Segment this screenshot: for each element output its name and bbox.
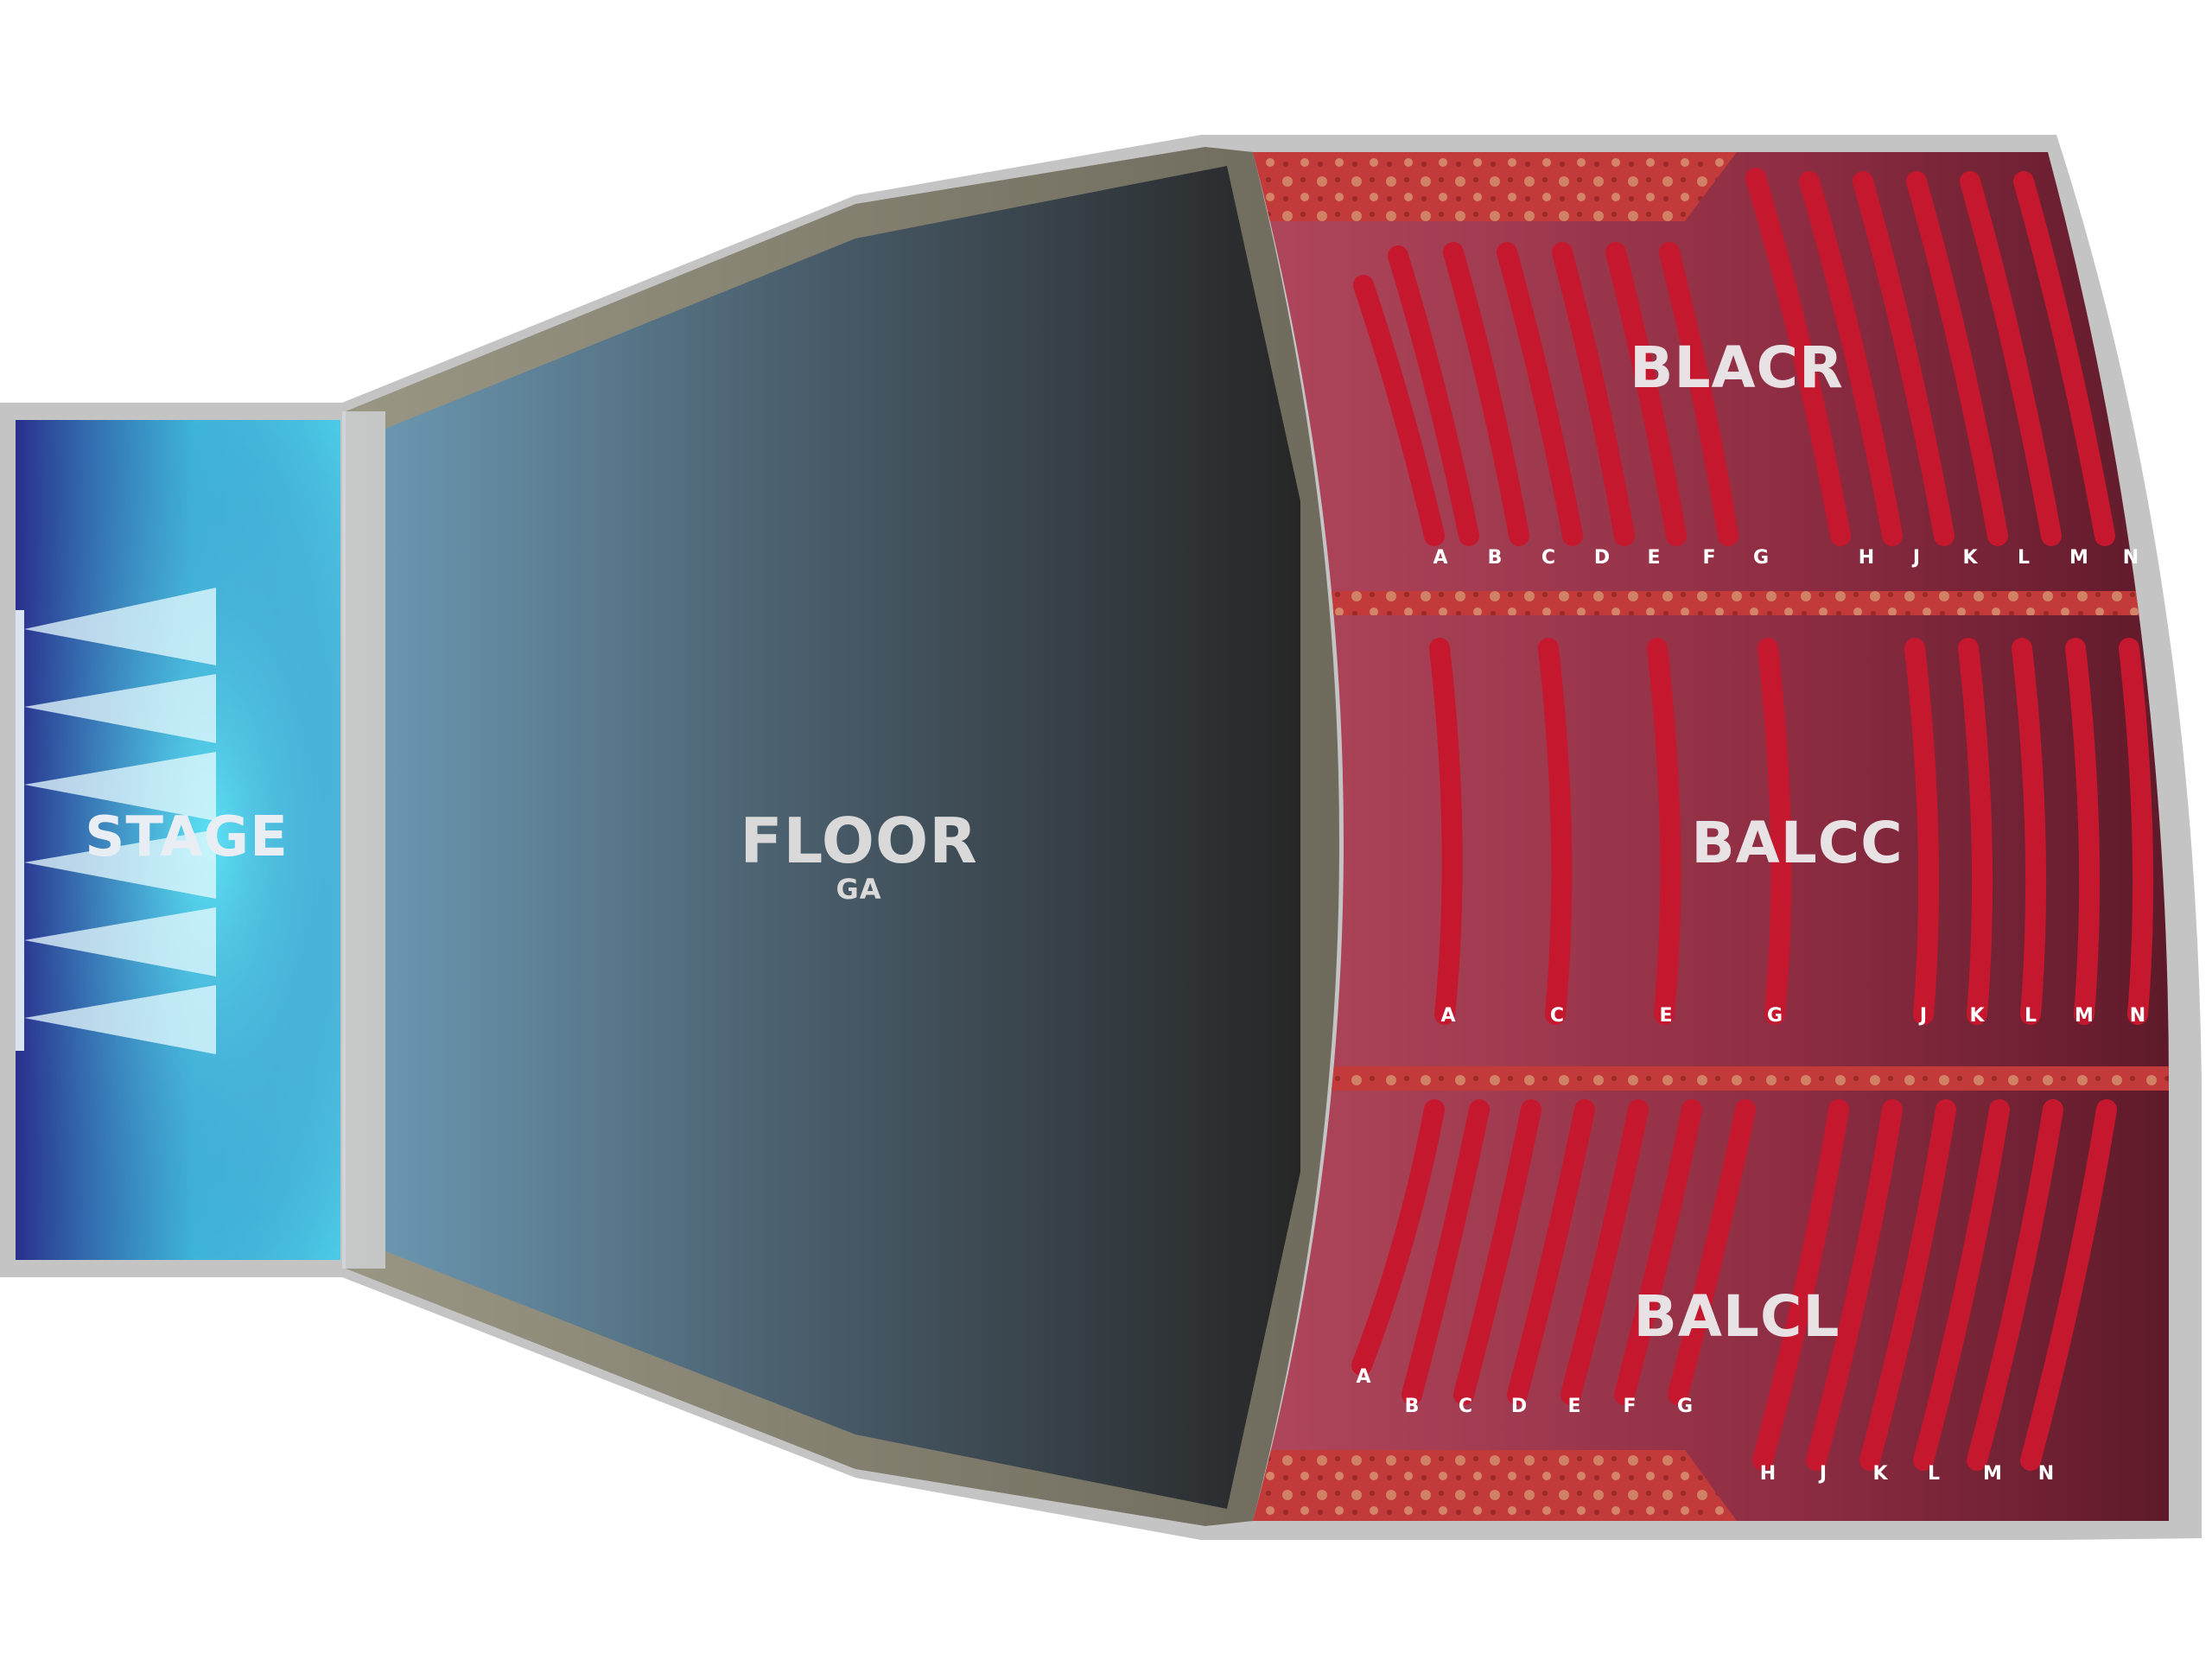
section-stage[interactable]: STAGE <box>16 420 340 1260</box>
balcl-row-m[interactable] <box>1967 1099 2063 1471</box>
blacr-row-label-d: D <box>1594 547 1610 569</box>
blacr-row-label-k: K <box>1962 547 1978 569</box>
balcc-row-label-c: C <box>1550 1005 1564 1027</box>
balcl-row-label-b: B <box>1405 1396 1420 1417</box>
carpet-divider-lower <box>1253 1066 2169 1091</box>
blacr-row-d[interactable] <box>1497 242 1583 546</box>
blacr-row-h[interactable] <box>1745 168 1851 546</box>
balcc-row-label-a: A <box>1440 1005 1455 1027</box>
blacr-row-f[interactable] <box>1605 242 1687 546</box>
stage-label: STAGE <box>85 805 289 869</box>
blacr-row-label-a: A <box>1433 547 1447 569</box>
balcl-row-label-n: N <box>2038 1463 2054 1485</box>
balcl-row-h[interactable] <box>1752 1099 1849 1471</box>
blacr-row-label-m: M <box>2069 547 2088 569</box>
balcl-row-label-m: M <box>1983 1463 2002 1485</box>
balcl-row-k[interactable] <box>1859 1099 1956 1471</box>
blacr-row-g[interactable] <box>1659 242 1738 546</box>
carpet-top <box>1253 152 1737 221</box>
balcc-row-label-g: G <box>1767 1005 1783 1027</box>
floor-label: FLOOR <box>740 805 977 877</box>
balcl-row-f[interactable] <box>1614 1099 1702 1405</box>
balcc-row-label-k: K <box>1969 1005 1985 1027</box>
blacr-row-label-j: J <box>1911 547 1920 569</box>
balcl-row-label-g: G <box>1677 1396 1693 1417</box>
blacr-row-label-b: B <box>1488 547 1503 569</box>
blacr-row-label-l: L <box>2018 547 2030 569</box>
stage-light-bar <box>16 610 24 1051</box>
floor-stage-edge <box>342 411 385 1269</box>
balcc-row-l[interactable] <box>2012 638 2047 1025</box>
balcc-row-label-e: E <box>1659 1005 1672 1027</box>
blacr-row-label-c: C <box>1541 547 1555 569</box>
balcl-row-e[interactable] <box>1560 1099 1649 1405</box>
balcl-label: BALCL <box>1634 1283 1840 1350</box>
balcl-row-j[interactable] <box>1806 1099 1903 1471</box>
balcl-row-label-c: C <box>1459 1396 1472 1417</box>
balcl-row-label-a: A <box>1356 1366 1370 1388</box>
blacr-row-label-e: E <box>1647 547 1660 569</box>
balcc-label: BALCC <box>1691 810 1903 876</box>
balcl-row-label-d: D <box>1511 1396 1527 1417</box>
blacr-row-a[interactable] <box>1353 275 1445 546</box>
stage-lights <box>24 588 216 1054</box>
blacr-row-b[interactable] <box>1388 245 1479 546</box>
balcc-row-n[interactable] <box>2119 638 2154 1025</box>
blacr-row-l[interactable] <box>1906 171 2008 546</box>
blacr-row-k[interactable] <box>1853 171 1955 546</box>
section-blacr[interactable]: A B C D E F G H J K L M N BLACR <box>1353 168 2139 569</box>
blacr-row-label-f: F <box>1702 547 1715 569</box>
balcl-row-label-e: E <box>1567 1396 1580 1417</box>
balcl-row-n[interactable] <box>2020 1099 2117 1471</box>
balcc-row-label-m: M <box>2075 1005 2094 1027</box>
section-balcl[interactable]: A B C D E F G H J K L M N BALCL <box>1351 1099 2117 1485</box>
balcl-row-label-k: K <box>1872 1463 1888 1485</box>
section-floor[interactable]: FLOOR GA <box>342 147 1339 1526</box>
balcl-row-label-h: H <box>1760 1463 1776 1485</box>
blacr-label: BLACR <box>1630 334 1844 401</box>
floor-sublabel: GA <box>836 873 881 906</box>
balcc-row-e[interactable] <box>1647 638 1681 1025</box>
section-balcc[interactable]: A C E G J K L M N BALCC <box>1429 638 2154 1027</box>
blacr-row-c[interactable] <box>1443 242 1529 546</box>
balcc-row-c[interactable] <box>1538 638 1573 1025</box>
blacr-row-m[interactable] <box>1960 171 2062 546</box>
balcl-row-c[interactable] <box>1453 1099 1541 1405</box>
balcl-row-a[interactable] <box>1351 1099 1445 1376</box>
blacr-row-label-n: N <box>2123 547 2139 569</box>
balcl-row-label-f: F <box>1623 1396 1636 1417</box>
balcl-seat-rows: A B C D E F G H J K L M N <box>1351 1099 2117 1485</box>
balcl-row-d[interactable] <box>1507 1099 1595 1405</box>
blacr-row-label-h: H <box>1859 547 1874 569</box>
balcc-row-label-j: J <box>1918 1005 1927 1027</box>
floor-area <box>385 166 1300 1509</box>
balcc-row-label-n: N <box>2130 1005 2145 1027</box>
balcl-row-label-j: J <box>1818 1463 1827 1485</box>
blacr-row-j[interactable] <box>1799 171 1903 546</box>
balcc-row-j[interactable] <box>1904 638 1940 1025</box>
blacr-row-n[interactable] <box>2013 171 2115 546</box>
balcl-row-label-l: L <box>1928 1463 1940 1485</box>
balcl-row-b[interactable] <box>1402 1099 1490 1405</box>
balcl-row-g[interactable] <box>1668 1099 1756 1405</box>
balcc-row-g[interactable] <box>1758 638 1792 1025</box>
balcc-row-m[interactable] <box>2065 638 2101 1025</box>
balcc-row-k[interactable] <box>1958 638 1993 1025</box>
carpet-divider-upper <box>1253 591 2169 615</box>
balcc-row-a[interactable] <box>1429 638 1463 1025</box>
blacr-row-label-g: G <box>1753 547 1769 569</box>
carpet-bottom <box>1253 1450 1737 1521</box>
blacr-row-e[interactable] <box>1552 242 1635 546</box>
balcl-row-l[interactable] <box>1913 1099 2010 1471</box>
balcc-row-label-l: L <box>2024 1005 2037 1027</box>
